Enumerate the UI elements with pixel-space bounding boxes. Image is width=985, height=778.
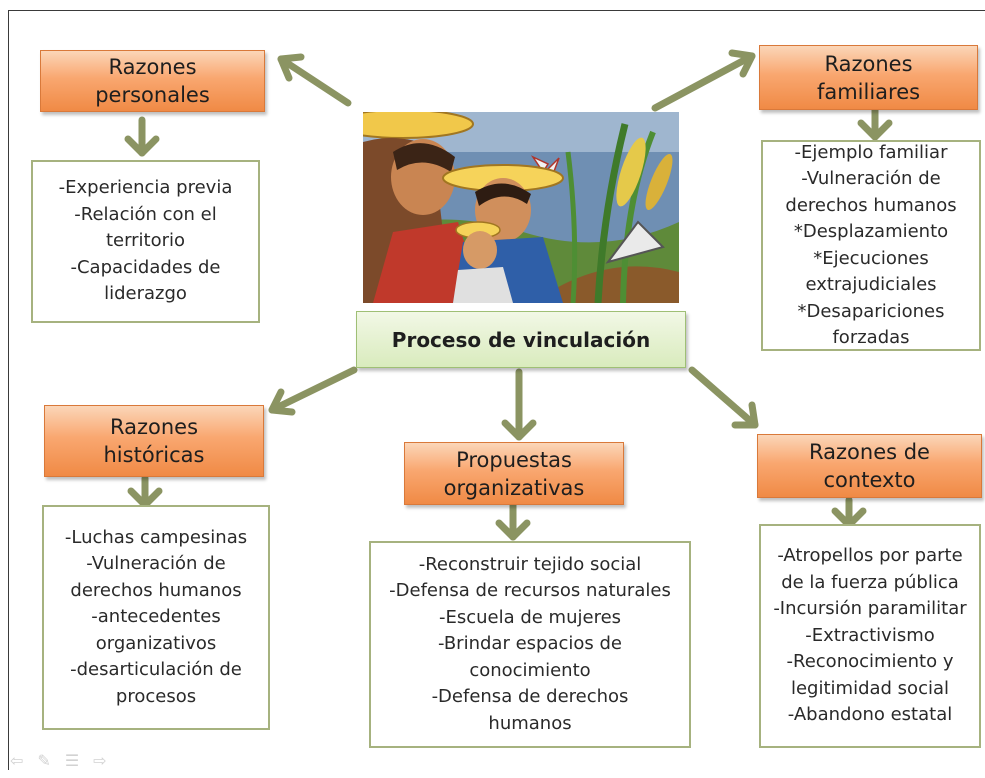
list-item: territorio: [105, 230, 186, 252]
list-item: -Relación con el: [74, 203, 217, 225]
list-item: derechos humanos: [70, 579, 242, 601]
list-item: -Luchas campesinas: [64, 526, 248, 548]
list-item: extrajudiciales: [805, 274, 937, 295]
list-item: *Desplazamiento: [793, 221, 949, 242]
header-razones-familiares: Razones familiares: [759, 45, 978, 110]
header-razones-historicas: Razones históricas: [44, 405, 264, 477]
arrow-to-familiares: [651, 52, 756, 112]
list-item: procesos: [115, 685, 197, 707]
family-illustration: [363, 112, 679, 303]
list-item: -Vulneración de: [86, 553, 226, 575]
list-item: -Incursión paramilitar: [773, 598, 967, 620]
list-razones-familiares: -Ejemplo familiar -Vulneración de derech…: [761, 140, 981, 351]
list-item: de la fuerza pública: [781, 571, 959, 593]
list-item: -Atropellos por parte: [777, 545, 963, 567]
list-item: -Brindar espacios de: [437, 633, 622, 655]
center-proceso-vinculacion: Proceso de vinculación: [356, 311, 686, 368]
arrow-to-personales: [277, 55, 352, 107]
arrow-to-contexto: [688, 366, 759, 429]
list-item: -Defensa de recursos naturales: [389, 580, 671, 602]
arrow-right-icon[interactable]: ⇨: [93, 751, 107, 770]
header-propuestas-organizativas: Propuestas organizativas: [404, 442, 624, 505]
arrow-to-historicas: [268, 366, 358, 414]
list-item: -Reconstruir tejido social: [418, 553, 642, 575]
list-item: -Escuela de mujeres: [438, 606, 622, 628]
list-item: -Vulneración de: [801, 168, 941, 189]
list-item: conocimiento: [469, 659, 591, 681]
list-item: -Defensa de derechos: [431, 686, 629, 708]
list-item: *Ejecuciones: [813, 247, 929, 269]
list-item: legitimidad social: [790, 677, 950, 699]
list-item: forzadas: [832, 327, 910, 348]
slide-top-border: [8, 10, 985, 11]
header-razones-contexto: Razones de contexto: [757, 434, 982, 498]
pen-icon[interactable]: ✎: [37, 751, 51, 770]
list-item: derechos humanos: [785, 194, 957, 216]
list-item: -Extractivismo: [805, 624, 935, 646]
arrow-left-icon[interactable]: ⇦: [10, 751, 24, 770]
list-item: *Desapariciones: [797, 300, 945, 322]
header-razones-personales: Razones personales: [40, 50, 265, 112]
list-razones-contexto: -Atropellos por parte de la fuerza públi…: [759, 524, 981, 748]
list-propuestas-organizativas: -Reconstruir tejido social -Defensa de r…: [369, 541, 691, 748]
menu-icon[interactable]: ☰: [64, 751, 80, 770]
slide-left-border: [8, 10, 9, 770]
list-razones-historicas: -Luchas campesinas -Vulneración de derec…: [42, 505, 270, 730]
list-item: -Abandono estatal: [787, 704, 953, 726]
list-item: organizativos: [95, 632, 217, 654]
list-item: liderazgo: [104, 283, 187, 305]
list-item: -Experiencia previa: [58, 177, 233, 199]
list-item: -Capacidades de: [70, 256, 221, 278]
list-item: -Ejemplo familiar: [794, 141, 948, 163]
list-razones-personales: -Experiencia previa -Relación con el ter…: [31, 160, 260, 323]
list-item: -desarticulación de: [70, 659, 242, 681]
list-item: -Reconocimiento y: [786, 651, 954, 673]
slideshow-toolbar: ⇦ ✎ ☰ ⇨: [10, 752, 107, 770]
list-item: -antecedentes: [91, 606, 221, 628]
list-item: humanos: [488, 712, 572, 734]
